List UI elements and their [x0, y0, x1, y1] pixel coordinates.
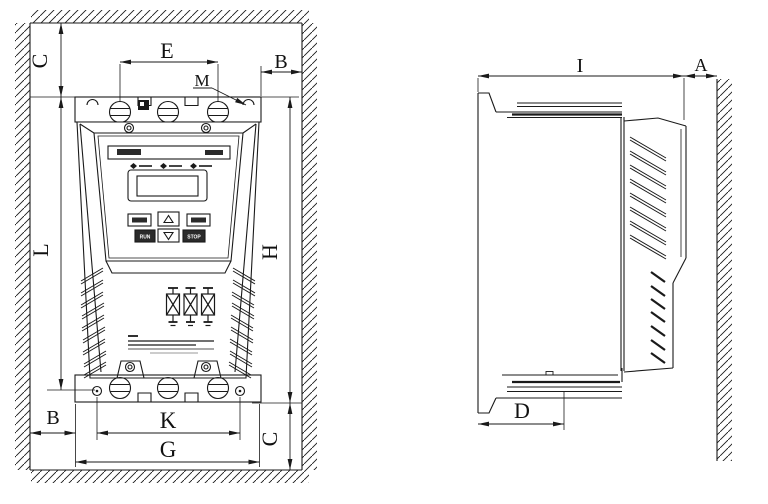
mounting-screw — [108, 376, 132, 400]
mounting-screw — [206, 100, 230, 124]
heatsink-fins — [629, 136, 667, 260]
label-text-lines — [128, 335, 214, 354]
terminal-symbol — [165, 287, 181, 327]
bottom-mounting-bracket — [74, 374, 262, 403]
run-button[interactable] — [134, 229, 156, 243]
dim-label-m: M — [194, 71, 209, 90]
keyhole-left — [91, 385, 103, 397]
side-top-plate — [496, 102, 622, 119]
lcd-display — [127, 169, 208, 202]
terminal-symbol — [200, 287, 216, 327]
dimensions-front-view — [30, 23, 302, 470]
vent-slats-left — [80, 267, 107, 379]
dim-label-l: L — [28, 243, 53, 256]
wall-hatching-side — [716, 79, 732, 461]
dim-label-k: K — [160, 408, 177, 433]
mounting-screw — [108, 100, 132, 124]
mounting-screw — [206, 376, 230, 400]
stop-button[interactable] — [182, 229, 206, 243]
front-view-drawing: RUN STOP — [15, 10, 317, 483]
dim-label-e: E — [160, 38, 173, 63]
keyhole-right — [234, 385, 246, 397]
top-mounting-bracket — [74, 96, 262, 124]
up-arrow-icon — [162, 214, 175, 224]
terminal-symbols — [165, 287, 216, 327]
down-arrow-icon — [162, 231, 175, 241]
run-button-label: RUN — [140, 235, 151, 241]
dim-label-c-bottom: C — [257, 432, 282, 447]
function-button-left[interactable] — [127, 213, 152, 227]
dim-label-g: G — [160, 437, 177, 462]
led-indicators — [130, 163, 212, 169]
brand-band — [107, 145, 231, 160]
dim-label-c-top: C — [27, 54, 52, 69]
dim-label-i: I — [577, 55, 584, 77]
function-button-right[interactable] — [186, 213, 211, 227]
down-arrow-button[interactable] — [157, 228, 180, 243]
dimensions-side-view — [477, 73, 717, 430]
mounting-screw — [156, 100, 180, 124]
dim-label-a: A — [695, 55, 708, 75]
up-arrow-button[interactable] — [157, 211, 180, 227]
dim-label-b-bottom: B — [46, 407, 59, 429]
side-front-bezel — [477, 92, 497, 414]
model-text — [205, 150, 223, 155]
keypad: RUN STOP — [127, 211, 211, 243]
side-bottom-plate — [496, 368, 623, 399]
brand-text — [117, 149, 141, 155]
control-panel: RUN STOP — [93, 132, 244, 274]
lcd-screen — [136, 175, 199, 197]
dim-label-d: D — [514, 398, 530, 423]
dim-label-b-top: B — [274, 51, 287, 73]
stop-button-label: STOP — [187, 235, 201, 241]
side-heatsink — [620, 117, 687, 373]
terminal-symbol — [183, 287, 198, 327]
heatsink-lower-slats — [650, 271, 666, 364]
vent-slats-right — [228, 267, 256, 379]
wall-hatching-front — [15, 10, 317, 483]
mounting-screw — [156, 376, 180, 400]
side-view-drawing: I A D — [477, 55, 732, 461]
dim-label-h: H — [257, 244, 282, 260]
cover-screws — [116, 122, 222, 379]
